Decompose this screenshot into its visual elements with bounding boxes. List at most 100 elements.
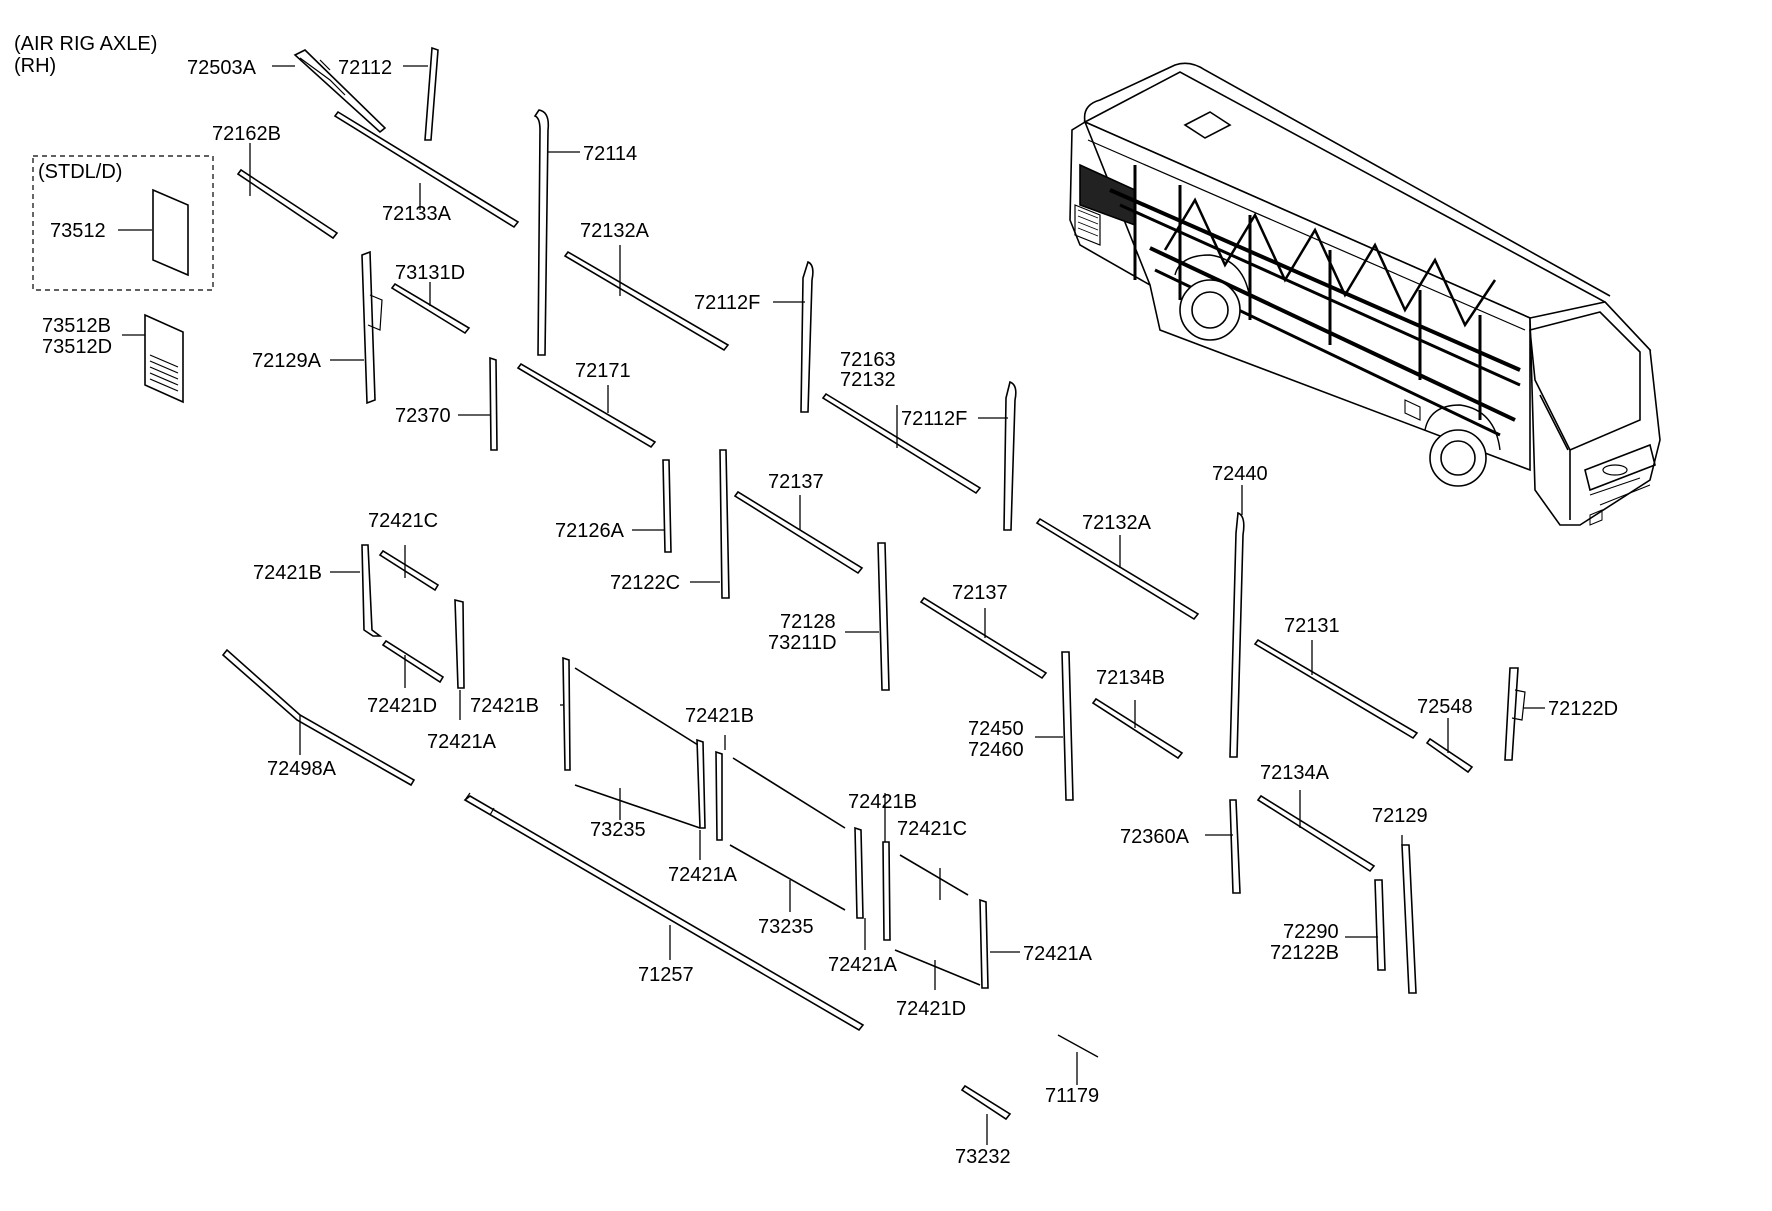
part-72128-73211D bbox=[877, 542, 890, 691]
label-72421B-left: 72421B bbox=[253, 562, 322, 584]
part-72133A bbox=[333, 110, 520, 229]
part-72163-72132 bbox=[821, 392, 982, 495]
window-frame-center bbox=[562, 656, 706, 829]
label-72421A-lower: 72421A bbox=[828, 954, 898, 976]
label-72421B-center: 72421B bbox=[470, 695, 539, 717]
part-72131 bbox=[1253, 638, 1419, 740]
part-73512B-73512D bbox=[144, 313, 184, 404]
label-71257: 71257 bbox=[638, 964, 694, 986]
part-72134A bbox=[1256, 794, 1376, 873]
label-72450: 72450 bbox=[968, 718, 1024, 740]
label-72132: 72132 bbox=[840, 369, 896, 391]
part-71179 bbox=[1057, 1034, 1099, 1058]
label-72370: 72370 bbox=[395, 405, 451, 427]
label-72129: 72129 bbox=[1372, 805, 1428, 827]
part-72137-lower bbox=[919, 596, 1048, 680]
label-72134A: 72134A bbox=[1260, 762, 1330, 784]
label-72421A-upper: 72421A bbox=[427, 731, 497, 753]
label-72122D: 72122D bbox=[1548, 698, 1618, 720]
part-72129 bbox=[1401, 844, 1417, 994]
part-72112F-upper bbox=[800, 260, 814, 413]
label-72421C-upper: 72421C bbox=[368, 510, 438, 532]
label-72133A: 72133A bbox=[382, 203, 452, 225]
bus-illustration bbox=[1069, 62, 1661, 526]
label-72137-lower: 72137 bbox=[952, 582, 1008, 604]
label-72112F-lower: 72112F bbox=[901, 408, 967, 430]
window-frame-upper-left bbox=[361, 544, 465, 689]
part-72132A-lower bbox=[1035, 517, 1200, 621]
label-72131: 72131 bbox=[1284, 615, 1340, 637]
part-72360A bbox=[1229, 799, 1241, 894]
label-72548: 72548 bbox=[1417, 696, 1473, 718]
leader-lines bbox=[118, 65, 1545, 1145]
part-71257 bbox=[463, 795, 865, 1032]
part-72440 bbox=[1229, 511, 1245, 758]
label-73235-left: 73235 bbox=[590, 819, 646, 841]
part-72450-72460 bbox=[1061, 651, 1074, 801]
part-72290-72122B bbox=[1374, 879, 1386, 971]
part-72122D bbox=[1504, 667, 1519, 761]
label-72114: 72114 bbox=[583, 143, 637, 165]
part-72129A bbox=[361, 250, 376, 405]
part-labels: 72503A 72112 72162B 72114 72133A 73512 7… bbox=[42, 57, 1618, 1168]
label-73512D: 73512D bbox=[42, 336, 112, 358]
part-72114 bbox=[533, 109, 550, 356]
part-72112 bbox=[424, 46, 439, 141]
part-72132A-upper bbox=[563, 250, 730, 352]
stdl-d-group-box bbox=[32, 155, 214, 291]
label-73235-right: 73235 bbox=[758, 916, 814, 938]
window-frame-center-right bbox=[715, 750, 864, 919]
part-72134B bbox=[1091, 697, 1184, 760]
label-72126A: 72126A bbox=[555, 520, 625, 542]
part-73131D bbox=[390, 282, 471, 335]
note-rh: (RH) bbox=[14, 55, 56, 77]
label-73131D: 73131D bbox=[395, 262, 465, 284]
part-72370 bbox=[489, 356, 498, 451]
label-72132A-lower: 72132A bbox=[1082, 512, 1152, 534]
label-72440: 72440 bbox=[1212, 463, 1268, 485]
part-72171 bbox=[516, 362, 657, 449]
part-72112F-lower bbox=[1003, 380, 1017, 531]
part-73232 bbox=[960, 1084, 1012, 1121]
label-71179: 71179 bbox=[1045, 1085, 1099, 1107]
part-72137-upper bbox=[733, 490, 864, 575]
part-72162B bbox=[236, 168, 339, 240]
label-72162B: 72162B bbox=[212, 123, 281, 145]
label-72122B: 72122B bbox=[1270, 942, 1339, 964]
label-72421A-center: 72421A bbox=[668, 864, 738, 886]
label-72421C-right: 72421C bbox=[897, 818, 967, 840]
label-72421A-right: 72421A bbox=[1023, 943, 1093, 965]
part-72126A bbox=[662, 459, 672, 553]
label-72112F-upper: 72112F bbox=[694, 292, 760, 314]
label-72421D-upper: 72421D bbox=[367, 695, 437, 717]
label-72122C: 72122C bbox=[610, 572, 680, 594]
note-stdl-d: (STDL/D) bbox=[38, 161, 122, 183]
label-73211D: 73211D bbox=[768, 632, 837, 654]
label-72163: 72163 bbox=[840, 349, 896, 371]
label-73232: 73232 bbox=[955, 1146, 1011, 1168]
label-72128: 72128 bbox=[780, 611, 836, 633]
label-72132A-upper: 72132A bbox=[580, 220, 650, 242]
label-72421B-right: 72421B bbox=[848, 791, 917, 813]
label-72360A: 72360A bbox=[1120, 826, 1190, 848]
label-72171: 72171 bbox=[575, 360, 631, 382]
label-72134B: 72134B bbox=[1096, 667, 1165, 689]
label-72460: 72460 bbox=[968, 739, 1024, 761]
part-72122C bbox=[719, 449, 730, 599]
label-72290: 72290 bbox=[1283, 921, 1339, 943]
part-72548 bbox=[1425, 737, 1474, 774]
part-73512 bbox=[152, 188, 189, 277]
label-73512B: 73512B bbox=[42, 315, 111, 337]
label-72421B-mid: 72421B bbox=[685, 705, 754, 727]
label-72137-upper: 72137 bbox=[768, 471, 824, 493]
part-72498A bbox=[221, 648, 416, 787]
label-72112: 72112 bbox=[338, 57, 392, 79]
parts-group bbox=[144, 46, 1526, 1121]
note-air-rig-axle: (AIR RIG AXLE) bbox=[14, 33, 157, 55]
label-72503A: 72503A bbox=[187, 57, 257, 79]
window-frame-right bbox=[882, 841, 989, 989]
label-72421D-lower: 72421D bbox=[896, 998, 966, 1020]
label-72129A: 72129A bbox=[252, 350, 322, 372]
